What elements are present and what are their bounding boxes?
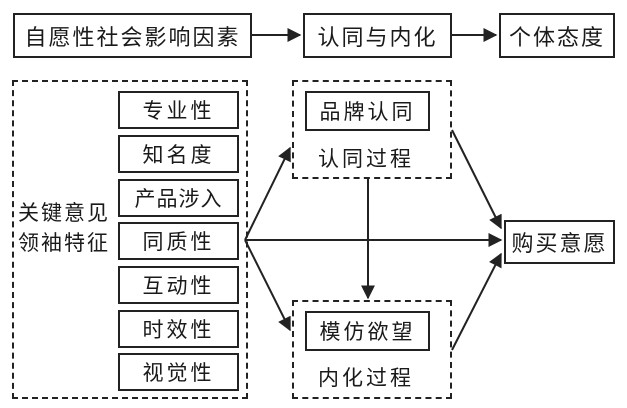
imitation-desire-box: 模仿欲望 — [305, 311, 430, 351]
trait-homophily-box: 同质性 — [118, 222, 239, 260]
identification-process-group — [292, 80, 452, 179]
brand-identification-label: 品牌认同 — [319, 100, 416, 124]
trait-professionalism-box: 专业性 — [118, 91, 239, 129]
trait-visuality-box: 视觉性 — [118, 353, 239, 391]
trait-label: 知名度 — [142, 143, 215, 167]
trait-product-involvement-box: 产品涉入 — [118, 179, 239, 217]
individual-attitude-label: 个体态度 — [508, 25, 605, 51]
internalization-process-label: 内化过程 — [318, 366, 414, 390]
social-influence-factors-box: 自愿性社会影响因素 — [13, 13, 252, 58]
trait-label: 专业性 — [142, 99, 215, 123]
arrow-kol-to-identification — [244, 146, 291, 241]
arrow-internalization-to-purchase — [451, 252, 502, 351]
kol-characteristics-label: 关键意见 领袖特征 — [18, 198, 110, 258]
trait-label: 互动性 — [142, 274, 215, 298]
brand-identification-box: 品牌认同 — [305, 91, 430, 131]
trait-label: 同质性 — [142, 230, 215, 254]
trait-timeliness-box: 时效性 — [118, 310, 239, 348]
individual-attitude-box: 个体态度 — [499, 13, 615, 58]
trait-label: 产品涉入 — [134, 187, 223, 211]
identification-internalization-label: 认同与内化 — [317, 25, 438, 51]
purchase-intention-box: 购买意愿 — [504, 220, 615, 264]
imitation-desire-label: 模仿欲望 — [319, 320, 416, 344]
arrow-kol-to-internalization — [244, 239, 291, 332]
trait-label: 时效性 — [142, 318, 215, 342]
internalization-process-group — [292, 300, 452, 399]
identification-internalization-box: 认同与内化 — [303, 13, 452, 58]
trait-label: 视觉性 — [142, 361, 215, 385]
arrow-identification-to-purchase — [451, 129, 502, 230]
identification-process-label: 认同过程 — [318, 147, 414, 171]
trait-interactivity-box: 互动性 — [118, 266, 239, 304]
social-influence-factors-label: 自愿性社会影响因素 — [24, 25, 241, 51]
purchase-intention-label: 购买意愿 — [511, 232, 608, 257]
kol-label-line1: 关键意见 — [18, 201, 110, 225]
kol-label-line2: 领袖特征 — [18, 231, 110, 255]
trait-popularity-box: 知名度 — [118, 135, 239, 173]
